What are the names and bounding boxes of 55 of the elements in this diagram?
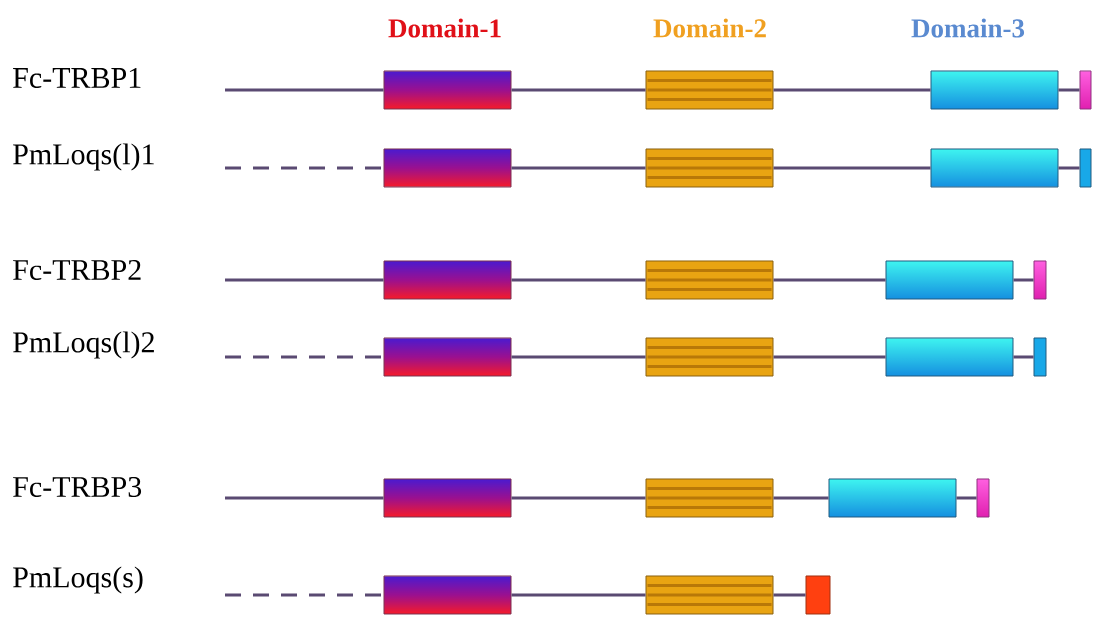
sequence-name: PmLoqs(l)2 <box>13 331 154 359</box>
domain-box <box>645 575 774 615</box>
domain-box <box>1033 337 1047 377</box>
backbone-line <box>773 166 931 170</box>
sequence-name: PmLoqs(s) <box>13 566 143 594</box>
backbone-line <box>511 496 646 500</box>
backbone-line <box>225 88 384 92</box>
domain-box <box>383 260 512 300</box>
sequence-name: Fc-TRBP2 <box>13 259 141 281</box>
domain-box <box>976 478 990 518</box>
domain-box <box>383 70 512 110</box>
backbone-line <box>225 496 384 500</box>
domain-heading: Domain-3 <box>911 18 1025 38</box>
domain-box <box>805 575 831 615</box>
backbone-line <box>1013 278 1034 282</box>
backbone-line <box>773 88 931 92</box>
dashed-line <box>225 593 384 597</box>
domain-box <box>383 148 512 188</box>
domain-box <box>383 478 512 518</box>
sequence-name: PmLoqs(l)1 <box>13 143 154 171</box>
domain-box <box>645 260 774 300</box>
domain-box <box>1033 260 1047 300</box>
domain-box <box>885 337 1014 377</box>
backbone-line <box>956 496 977 500</box>
backbone-line <box>1058 166 1080 170</box>
sequence-name: Fc-TRBP1 <box>13 67 141 89</box>
backbone-line <box>511 166 646 170</box>
backbone-line <box>511 278 646 282</box>
backbone-line <box>511 88 646 92</box>
domain-box <box>930 148 1059 188</box>
domain-box <box>1079 148 1092 188</box>
domain-box <box>645 70 774 110</box>
backbone-line <box>773 593 806 597</box>
domain-box <box>383 337 512 377</box>
domain-box <box>930 70 1059 110</box>
backbone-line <box>773 496 829 500</box>
domain-box <box>645 478 774 518</box>
domain-box <box>383 575 512 615</box>
domain-box <box>1079 70 1092 110</box>
domain-box <box>645 337 774 377</box>
domain-box <box>645 148 774 188</box>
dashed-line <box>225 166 384 170</box>
domain-box <box>885 260 1014 300</box>
backbone-line <box>773 278 886 282</box>
domain-box <box>828 478 957 518</box>
domain-heading: Domain-2 <box>653 18 766 38</box>
backbone-line <box>1013 355 1034 359</box>
domain-heading: Domain-1 <box>388 18 501 38</box>
sequence-name: Fc-TRBP3 <box>13 476 142 498</box>
backbone-line <box>1058 88 1080 92</box>
backbone-line <box>511 593 646 597</box>
dashed-line <box>225 355 384 359</box>
backbone-line <box>511 355 646 359</box>
backbone-line <box>773 355 886 359</box>
backbone-line <box>225 278 384 282</box>
